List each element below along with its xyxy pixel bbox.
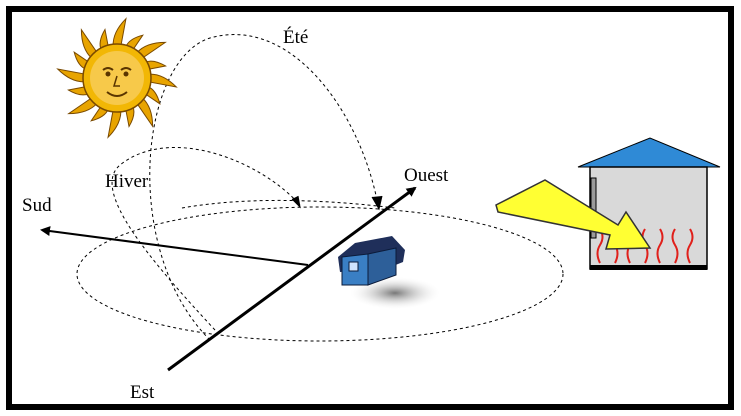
east-label: Est [130, 382, 155, 403]
sun-ray [136, 97, 154, 128]
sun-ray [136, 41, 167, 59]
sun-ray [148, 73, 178, 88]
east-west-axis [167, 186, 417, 372]
ground-shadow [350, 277, 440, 309]
sun-ray [67, 97, 98, 115]
winter-sun-path [111, 147, 301, 331]
sun-ray [112, 17, 127, 47]
sun-ray [56, 68, 86, 83]
west-label: Ouest [404, 165, 449, 186]
sun-ray [107, 109, 122, 139]
horizon-ellipse [76, 206, 564, 342]
winter-label: Hiver [105, 171, 149, 192]
house-icon [338, 236, 405, 286]
summer-sun-path [149, 34, 379, 341]
south-axis [40, 226, 309, 266]
summer-label: Été [283, 26, 308, 48]
sun-icon [56, 17, 178, 139]
sun-ray-arrow-icon [495, 179, 652, 250]
summer-arrow-icon [371, 195, 383, 211]
south-label: Sud [22, 195, 52, 216]
heated-house-icon [577, 137, 721, 270]
sun-ray [80, 28, 98, 59]
winter-arrow-icon [291, 195, 301, 209]
meridian-arc [181, 199, 396, 209]
